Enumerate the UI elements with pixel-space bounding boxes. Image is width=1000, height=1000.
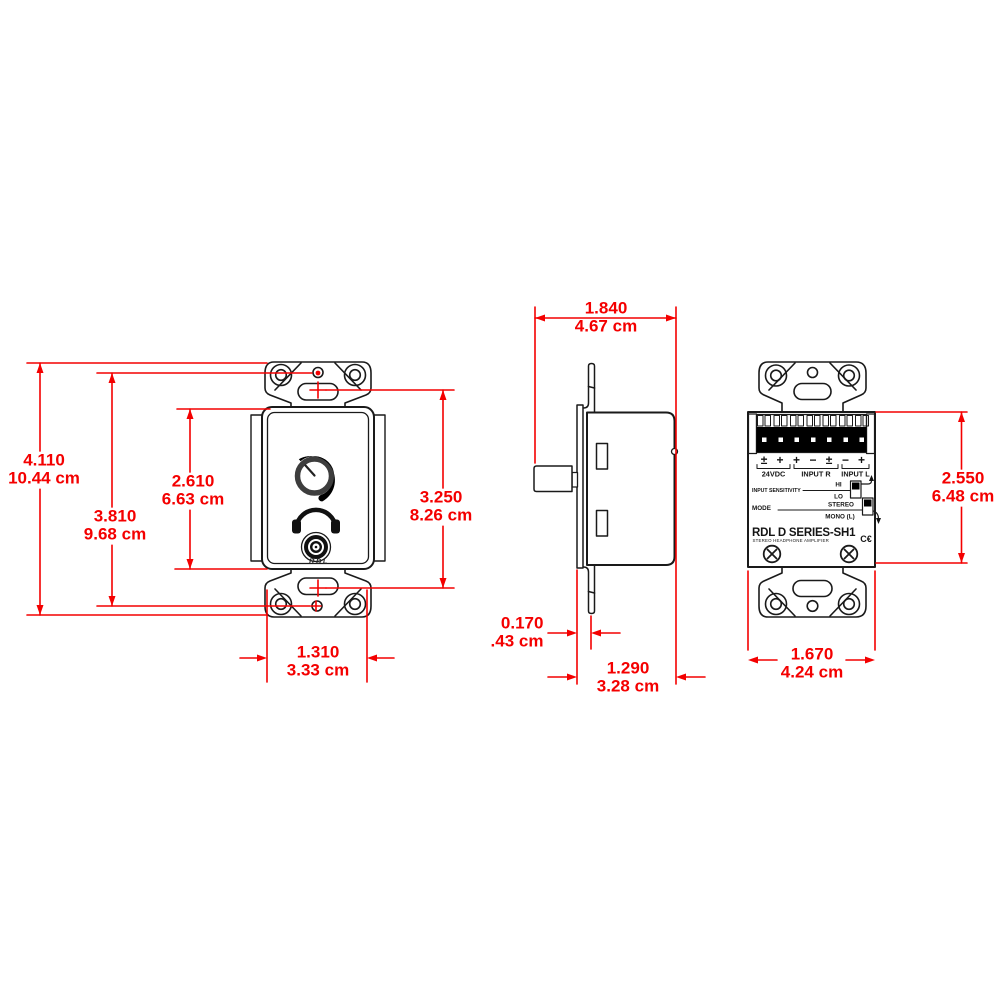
side-bottom-flange [582, 564, 596, 615]
dim-cm: 6.63 cm [161, 490, 225, 509]
bracket-pilot-hole-icon [312, 366, 324, 379]
dim-inches: 0.170 [500, 613, 544, 633]
ref-cross [310, 600, 322, 612]
terminal-symbol: ± [760, 453, 768, 467]
bracket-hole-icon [269, 592, 293, 616]
terminal-symbol: + [792, 453, 801, 467]
bracket-pilot-hole-icon [806, 599, 819, 613]
mounting-screw-icon [839, 544, 859, 564]
product-name: RDL D SERIES-SH1 [752, 527, 856, 539]
dim-inches: 1.310 [296, 642, 340, 662]
bracket-hole-icon [837, 592, 861, 616]
dim-cm: 10.44 cm [8, 469, 80, 488]
back-view [747, 361, 881, 618]
terminal-symbol: − [841, 453, 850, 467]
terminal-symbol: ± [825, 453, 833, 467]
side-top-flange [582, 362, 596, 413]
side-knob-profile [533, 465, 579, 493]
dimension-arrowheads [36, 314, 965, 681]
side-vent-slot [595, 509, 609, 537]
dim-plate-thickness: 0.170 .43 cm [490, 613, 544, 652]
dim-inches: 3.250 [419, 487, 463, 507]
ref-dot [315, 370, 321, 376]
bracket-hole-icon [269, 363, 293, 387]
dim-inches: 2.550 [941, 468, 985, 488]
mode-switch [777, 497, 881, 524]
mode-stereo-label: STEREO [828, 501, 854, 508]
dim-body-height: 2.550 6.48 cm [928, 468, 998, 507]
dim-cm: 6.48 cm [931, 487, 995, 506]
sensitivity-label: INPUT SENSITIVITY [752, 488, 801, 494]
dim-cm: 4.67 cm [574, 317, 638, 336]
terminal-block [747, 413, 876, 469]
bracket-hole-icon [764, 592, 788, 616]
back-top-mounting-bracket [758, 361, 867, 413]
side-view [533, 362, 679, 615]
sensitivity-hi-label: HI [835, 481, 842, 489]
headphones-icon [292, 507, 340, 534]
terminal-group-input-l: INPUT L [841, 469, 870, 478]
dim-inches: 4.110 [23, 450, 65, 470]
dim-cm: 4.24 cm [780, 663, 844, 682]
dim-overall-height: 4.110 10.44 cm [5, 450, 83, 489]
dim-cm: 8.26 cm [409, 506, 473, 525]
terminal-group-power: 24VDC [761, 469, 786, 478]
mode-mono-label: MONO (L) [825, 513, 855, 520]
dim-inches: 3.810 [93, 506, 137, 526]
terminal-symbol: + [776, 453, 784, 467]
bracket-slot-icon [792, 579, 833, 598]
bracket-hole-icon [764, 364, 788, 387]
dim-opening-height: 2.610 6.63 cm [158, 471, 228, 510]
terminal-symbol: − [809, 453, 817, 467]
bracket-hole-icon [343, 363, 367, 387]
back-bottom-mounting-bracket [758, 566, 867, 618]
front-brand-logo: RDL [309, 556, 329, 566]
dim-inches: 1.670 [790, 644, 834, 664]
dim-mount-hole-span: 3.810 9.68 cm [80, 506, 150, 545]
bracket-slot-icon [793, 382, 832, 401]
mode-label: MODE [752, 504, 771, 512]
ce-mark: C€ [860, 534, 872, 544]
side-body [586, 411, 679, 566]
front-plate [261, 406, 375, 570]
dim-depth-overall: 1.840 4.67 cm [574, 298, 638, 337]
dim-cm: 3.28 cm [596, 677, 660, 696]
ref-cross [309, 381, 327, 399]
sensitivity-lo-label: LO [834, 493, 843, 500]
dim-cm: 3.33 cm [286, 661, 350, 680]
ref-cross [309, 579, 327, 597]
product-subtitle: STEREO HEADPHONE AMPLIFIER [752, 538, 829, 543]
bracket-pilot-hole-icon [806, 366, 819, 379]
dim-inches: 1.840 [584, 298, 628, 318]
mounting-screw-icon [762, 544, 782, 564]
dim-cm: .43 cm [490, 632, 544, 651]
dim-front-width: 1.310 3.33 cm [286, 642, 350, 681]
terminal-group-braces [756, 464, 870, 469]
volume-knob-icon [294, 456, 335, 502]
dimension-lines [26, 306, 968, 685]
dim-body-width: 1.670 4.24 cm [780, 644, 844, 683]
side-vent-slot [595, 442, 609, 470]
bracket-hole-icon [343, 592, 367, 616]
sensitivity-switch [802, 475, 874, 499]
dim-cm: 9.68 cm [83, 525, 147, 544]
dim-body-depth: 1.290 3.28 cm [596, 658, 660, 697]
terminal-group-input-r: INPUT R [801, 469, 831, 478]
bracket-hole-icon [837, 364, 861, 387]
headphone-jack-icon [300, 531, 332, 563]
terminal-symbol: + [857, 453, 866, 467]
dim-slot-span: 3.250 8.26 cm [406, 487, 476, 526]
front-view [250, 361, 386, 618]
dim-inches: 2.610 [171, 471, 215, 491]
dim-inches: 1.290 [606, 658, 650, 678]
